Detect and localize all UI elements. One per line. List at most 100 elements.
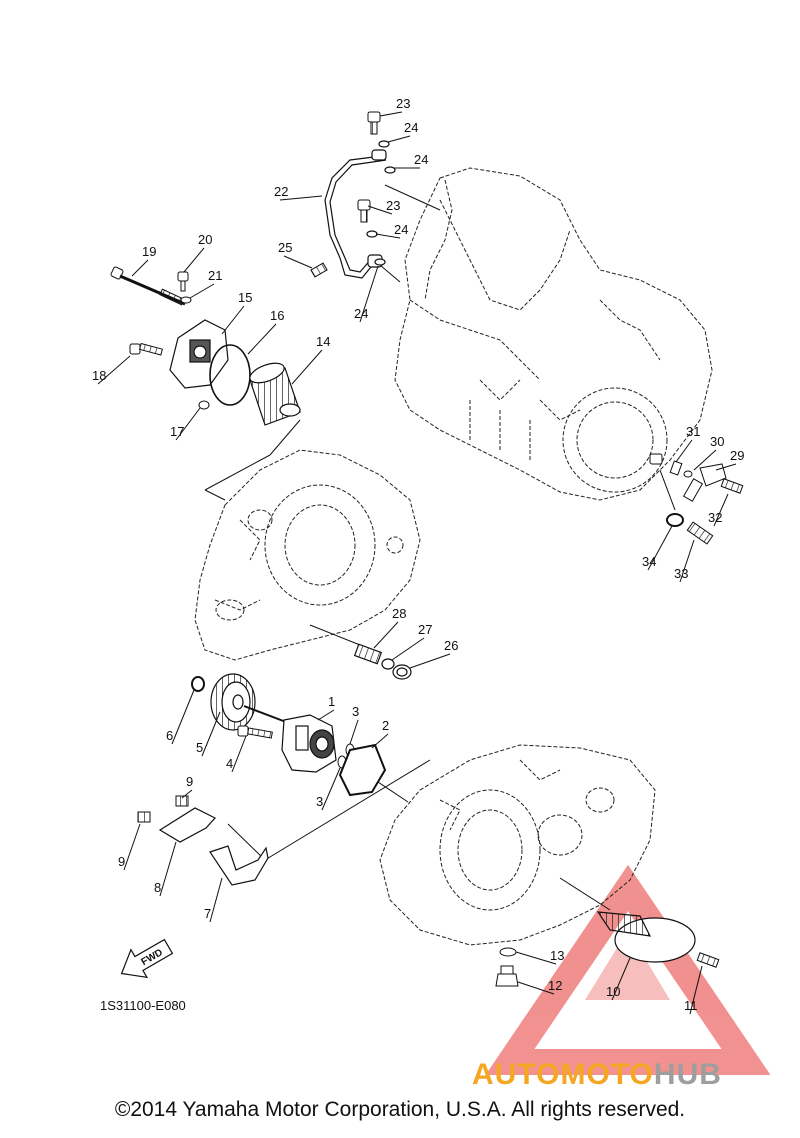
callout-1: 1 — [328, 694, 335, 709]
callout-10: 10 — [606, 984, 620, 999]
callout-22: 22 — [274, 184, 288, 199]
leader-lines — [204, 184, 676, 911]
callout-33: 33 — [674, 566, 688, 581]
callout-24: 24 — [354, 306, 368, 321]
engine-assembly — [394, 167, 713, 501]
callout-4: 4 — [226, 756, 233, 771]
callout-leader — [611, 957, 631, 1001]
callout-leader — [231, 735, 247, 773]
callout-9: 9 — [118, 854, 125, 869]
callout-14: 14 — [316, 334, 330, 349]
callout-21: 21 — [208, 268, 222, 283]
callout-6: 6 — [166, 728, 173, 743]
callout-leader — [391, 637, 425, 661]
callout-leader — [679, 539, 695, 583]
oil-strainer — [596, 911, 696, 963]
circlip-6 — [191, 676, 205, 692]
callout-leader — [515, 951, 557, 965]
callout-30: 30 — [710, 434, 724, 449]
bolt-19 — [110, 266, 186, 306]
oil-pump-gear — [210, 673, 287, 731]
plate-8 — [158, 807, 216, 843]
callout-leader — [201, 711, 221, 757]
callout-leader — [123, 823, 141, 871]
callout-34: 34 — [642, 554, 656, 569]
callout-leader — [715, 463, 737, 471]
callout-leader — [387, 135, 411, 143]
callout-3: 3 — [316, 794, 323, 809]
copyright-footer: ©2014 Yamaha Motor Corporation, U.S.A. A… — [114, 1098, 686, 1121]
callout-23: 23 — [396, 96, 410, 111]
bolt-20 — [177, 271, 189, 292]
diagram-code: 1S31100-E080 — [100, 998, 186, 1013]
callout-3: 3 — [352, 704, 359, 719]
callout-24: 24 — [404, 120, 418, 135]
callout-24: 24 — [394, 222, 408, 237]
gasket-13 — [499, 947, 517, 957]
washer-21 — [180, 296, 192, 304]
callout-2: 2 — [382, 718, 389, 733]
callout-leader — [321, 767, 341, 811]
callout-5: 5 — [196, 740, 203, 755]
watermark-triangle — [485, 864, 771, 1075]
watermark-part2: HUB — [653, 1058, 722, 1091]
callout-leader — [291, 349, 323, 385]
callout-28: 28 — [392, 606, 406, 621]
relief-valve-parts — [353, 643, 412, 680]
callout-7: 7 — [204, 906, 211, 921]
callout-15: 15 — [238, 290, 252, 305]
callout-leader — [367, 205, 393, 215]
callout-11: 11 — [684, 998, 698, 1013]
oil-filter-element — [249, 362, 301, 426]
bolt-25 — [310, 262, 328, 278]
left-crankcase — [194, 449, 421, 661]
callout-20: 20 — [198, 232, 212, 247]
callout-labels: 1233456789910111213141516171819202122232… — [92, 96, 744, 1015]
o-ring-17 — [198, 400, 210, 410]
drain-plug-12 — [495, 965, 519, 987]
bolt-11 — [696, 952, 720, 968]
oil-delivery-parts-right — [649, 453, 744, 545]
callout-17: 17 — [170, 424, 184, 439]
callout-leader — [693, 449, 717, 471]
gaskets-24 — [366, 140, 396, 266]
callout-23: 23 — [386, 198, 400, 213]
callout-leader — [647, 525, 673, 571]
callout-leader — [131, 259, 149, 277]
union-bolt-23a — [367, 111, 381, 135]
callout-leader — [689, 965, 703, 1015]
callout-leader — [373, 621, 399, 649]
bolt-18 — [129, 342, 163, 356]
callout-leader — [349, 719, 359, 745]
oil-pump-assembly — [281, 714, 337, 773]
callout-leader — [379, 111, 403, 117]
callout-29: 29 — [730, 448, 744, 463]
callout-leader — [189, 283, 215, 299]
callout-leader — [517, 981, 555, 995]
oil-delivery-pipe — [324, 149, 387, 279]
callout-leader — [221, 305, 245, 335]
callout-leader — [175, 407, 201, 441]
callout-9: 9 — [186, 774, 193, 789]
callout-leader — [375, 233, 401, 239]
callout-leader — [97, 355, 131, 385]
callout-8: 8 — [154, 880, 161, 895]
callout-leader — [713, 493, 729, 527]
bolt-4 — [237, 725, 273, 739]
callout-12: 12 — [548, 978, 562, 993]
callout-13: 13 — [550, 948, 564, 963]
callout-25: 25 — [278, 240, 292, 255]
callout-26: 26 — [444, 638, 458, 653]
union-bolt-23b — [357, 199, 371, 223]
callout-leader — [181, 789, 193, 799]
callout-leader — [209, 877, 223, 923]
callout-leader — [183, 247, 205, 273]
callout-leader — [675, 439, 693, 463]
oil-filter-cover — [169, 319, 229, 389]
screws-9 — [137, 795, 189, 823]
callout-leader — [317, 709, 335, 721]
callout-leader — [283, 255, 313, 269]
callout-18: 18 — [92, 368, 106, 383]
guide-7 — [209, 845, 269, 886]
callout-leader — [171, 689, 195, 745]
